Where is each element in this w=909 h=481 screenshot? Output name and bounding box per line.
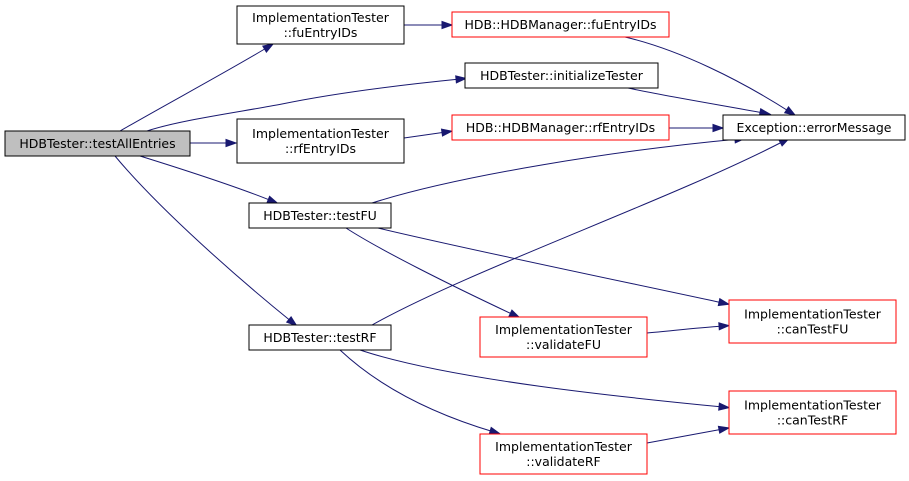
edge-line (345, 227, 515, 316)
edge-root-to-initializeTester (146, 75, 468, 132)
node-label: ::validateFU (526, 337, 601, 352)
edge-testRF-to-errorMessage (371, 137, 791, 326)
edge-line (646, 325, 724, 334)
edge-line (371, 140, 785, 326)
edge-fuEntryIDs_hdb-to-errorMessage (624, 36, 797, 117)
node-fuEntryIDs_it[interactable]: ImplementationTester::fuEntryIDs (236, 5, 405, 45)
edge-line (146, 78, 461, 132)
arrowhead-icon (718, 322, 731, 331)
node-box[interactable] (728, 390, 897, 435)
node-box[interactable] (236, 118, 405, 164)
node-rfEntryIDs_hdb[interactable]: HDB::HDBManager::rfEntryIDs (451, 114, 670, 141)
edge-testRF-to-validateRF (339, 349, 502, 435)
node-label: ImplementationTester (744, 307, 882, 322)
node-label: ImplementationTester (252, 10, 390, 25)
edge-line (371, 138, 740, 204)
edge-root-to-rfEntryIDs_it (189, 138, 238, 148)
arrowhead-icon (440, 128, 454, 137)
node-testRF[interactable]: HDBTester::testRF (248, 324, 392, 351)
node-rfEntryIDs_it[interactable]: ImplementationTester::rfEntryIDs (236, 118, 405, 164)
node-label: ImplementationTester (495, 322, 633, 337)
node-label: HDBTester::testRF (263, 330, 376, 345)
edge-testFU-to-errorMessage (371, 135, 747, 204)
edge-line (624, 36, 791, 113)
node-initializeTester[interactable]: HDBTester::initializeTester (464, 62, 659, 89)
node-box[interactable] (451, 114, 670, 141)
node-label: ::rfEntryIDs (285, 141, 356, 156)
node-label: HDB::HDBManager::rfEntryIDs (466, 120, 655, 135)
node-box[interactable] (479, 316, 648, 358)
node-box[interactable] (451, 11, 670, 38)
edge-line (627, 87, 765, 114)
edge-line (359, 349, 724, 408)
arrowhead-icon (262, 43, 275, 53)
edge-root-to-fuEntryIDs_it (119, 43, 275, 132)
arrowhead-icon (225, 138, 238, 148)
node-label: ::fuEntryIDs (284, 25, 358, 40)
node-box[interactable] (248, 202, 392, 229)
node-label: ::canTestRF (777, 413, 848, 428)
node-label: HDBTester::testAllEntries (19, 136, 175, 151)
arrowhead-icon (717, 297, 731, 307)
arrowhead-icon (455, 75, 468, 84)
edge-line (339, 349, 495, 433)
edge-fuEntryIDs_it-to-fuEntryIDs_hdb (404, 20, 454, 30)
edge-line (114, 155, 293, 323)
node-box[interactable] (479, 433, 648, 475)
node-box[interactable] (728, 299, 897, 344)
edge-validateRF-to-canTestRF (646, 425, 731, 444)
edge-validateFU-to-canTestFU (646, 322, 731, 334)
edge-line (646, 428, 724, 444)
node-validateRF[interactable]: ImplementationTester::validateRF (479, 433, 648, 475)
node-label: HDBTester::initializeTester (480, 68, 644, 83)
arrowhead-icon (783, 106, 797, 117)
edge-line (377, 227, 724, 304)
edge-root-to-testRF (114, 155, 298, 327)
node-validateFU[interactable]: ImplementationTester::validateFU (479, 316, 648, 358)
node-box[interactable] (248, 324, 392, 351)
node-label: ImplementationTester (495, 439, 633, 454)
edge-line (119, 46, 269, 132)
arrowhead-icon (441, 20, 454, 30)
node-testFU[interactable]: HDBTester::testFU (248, 202, 392, 229)
edge-rfEntryIDs_hdb-to-errorMessage (668, 123, 725, 133)
edge-testRF-to-canTestRF (359, 349, 731, 411)
arrowhead-icon (712, 123, 725, 133)
node-box[interactable] (236, 5, 405, 45)
node-errorMessage[interactable]: Exception::errorMessage (722, 114, 906, 141)
arrowhead-icon (508, 309, 521, 319)
arrowhead-icon (488, 426, 502, 435)
edges-layer (114, 20, 797, 444)
edge-line (139, 155, 273, 202)
node-label: HDBTester::testFU (263, 208, 377, 223)
node-box[interactable] (464, 62, 659, 89)
node-label: ImplementationTester (252, 126, 390, 141)
edge-rfEntryIDs_it-to-rfEntryIDs_hdb (403, 128, 454, 139)
arrowhead-icon (718, 402, 731, 411)
edge-initializeTester-to-errorMessage (627, 87, 772, 117)
edge-testFU-to-validateFU (345, 227, 521, 319)
arrowhead-icon (266, 195, 280, 204)
edge-line (403, 131, 447, 139)
node-root[interactable]: HDBTester::testAllEntries (4, 130, 191, 157)
node-label: ImplementationTester (744, 398, 882, 413)
node-canTestRF[interactable]: ImplementationTester::canTestRF (728, 390, 897, 435)
arrowhead-icon (717, 425, 731, 434)
node-label: Exception::errorMessage (737, 120, 892, 135)
node-fuEntryIDs_hdb[interactable]: HDB::HDBManager::fuEntryIDs (451, 11, 670, 38)
node-box[interactable] (4, 130, 191, 157)
node-canTestFU[interactable]: ImplementationTester::canTestFU (728, 299, 897, 344)
node-box[interactable] (722, 114, 906, 141)
node-label: ::validateRF (526, 454, 601, 469)
node-label: ::canTestFU (777, 322, 849, 337)
node-label: HDB::HDBManager::fuEntryIDs (464, 17, 656, 32)
edge-testFU-to-canTestFU (377, 227, 731, 307)
nodes-layer: HDBTester::testAllEntriesImplementationT… (4, 5, 906, 475)
arrowhead-icon (285, 315, 298, 327)
